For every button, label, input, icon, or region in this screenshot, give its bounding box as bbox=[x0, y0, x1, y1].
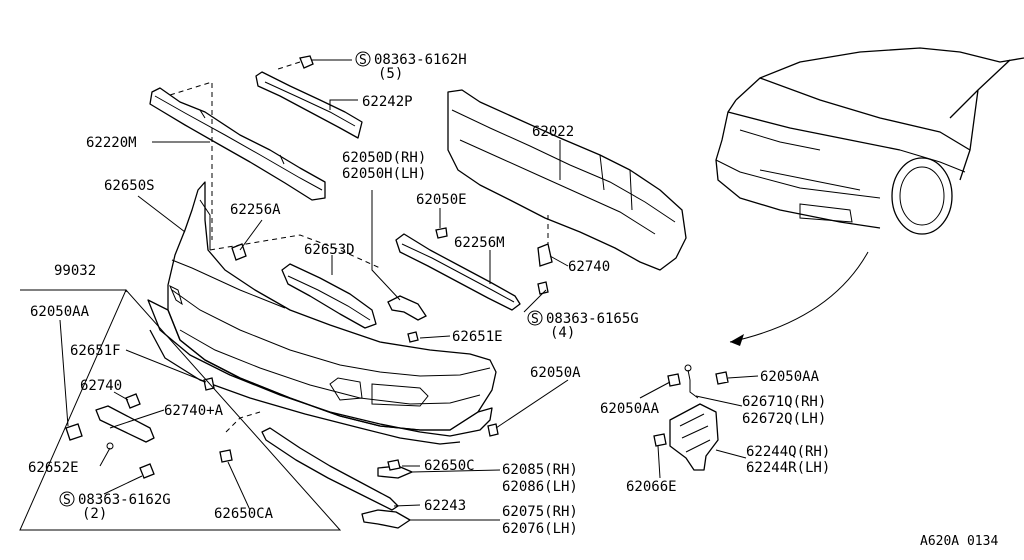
label-62066e: 62066E bbox=[626, 479, 677, 495]
label-62651f: 62651F bbox=[70, 343, 121, 359]
part-62256m-bar bbox=[395, 233, 521, 311]
part-62653d-grille bbox=[281, 263, 377, 329]
label-99032: 99032 bbox=[54, 263, 96, 279]
screw-symbol-icon bbox=[59, 491, 75, 507]
label-62050d: 62050D(RH) bbox=[342, 150, 426, 166]
label-62650c: 62650C bbox=[424, 458, 475, 474]
screw-callout-2: S 08363-6165G (4) bbox=[527, 310, 639, 341]
label-08363-6165g: 08363-6165G bbox=[546, 311, 639, 327]
screw-symbol-letter: S bbox=[531, 312, 539, 327]
label-62050aa-left: 62050AA bbox=[30, 304, 90, 320]
screw-icon bbox=[537, 281, 549, 295]
label-62050e: 62050E bbox=[416, 192, 467, 208]
label-62740: 62740 bbox=[568, 259, 610, 275]
part-62651e-clip bbox=[407, 331, 419, 343]
part-62050e-clip bbox=[435, 227, 448, 239]
part-62050d-bracket bbox=[387, 295, 427, 321]
label-62050h: 62050H(LH) bbox=[342, 166, 426, 182]
label-qty-5: (5) bbox=[378, 66, 403, 82]
label-qty-2: (2) bbox=[82, 506, 107, 522]
screw-callout-3: S 08363-6162G (2) bbox=[59, 491, 171, 522]
label-62256m: 62256M bbox=[454, 235, 505, 251]
part-62022-absorber bbox=[447, 89, 687, 271]
part-62242p-strip bbox=[255, 71, 363, 139]
screw-symbol-icon bbox=[355, 51, 371, 67]
screw-symbol-letter: S bbox=[359, 53, 367, 68]
label-62740a: 62740+A bbox=[164, 403, 224, 419]
part-62650c-clip bbox=[387, 459, 401, 471]
part-62740-bracket bbox=[537, 243, 553, 267]
label-62220m: 62220M bbox=[86, 135, 137, 151]
screw-symbol-letter: S bbox=[63, 493, 71, 508]
label-62050aa-right: 62050AA bbox=[600, 401, 660, 417]
guide-line bbox=[274, 61, 301, 71]
label-62671q: 62671Q(RH) bbox=[742, 394, 826, 410]
label-62243: 62243 bbox=[424, 498, 466, 514]
part-62220m-reinforcement bbox=[149, 87, 326, 201]
label-62076: 62076(LH) bbox=[502, 521, 578, 537]
label-62256a: 62256A bbox=[230, 202, 281, 218]
callout-arrow bbox=[729, 251, 869, 346]
label-62740-kit: 62740 bbox=[80, 378, 122, 394]
screw-callout-1: S 08363-6162H (5) bbox=[355, 51, 467, 82]
kit-99032-box bbox=[19, 289, 342, 531]
label-08363-6162g: 08363-6162G bbox=[78, 492, 171, 508]
clip-icon bbox=[299, 55, 314, 69]
part-62671q-rod bbox=[684, 364, 699, 399]
car-front-illustration bbox=[715, 47, 1024, 235]
label-62650s: 62650S bbox=[104, 178, 155, 194]
label-62652e: 62652E bbox=[28, 460, 79, 476]
label-62244r: 62244R(LH) bbox=[746, 460, 830, 476]
label-62086: 62086(LH) bbox=[502, 479, 578, 495]
label-62672q: 62672Q(LH) bbox=[742, 411, 826, 427]
guide-line bbox=[209, 234, 381, 269]
part-62650ca-clip bbox=[219, 449, 233, 463]
label-62650ca: 62650CA bbox=[214, 506, 274, 522]
part-62244q-bracket bbox=[669, 403, 719, 471]
screw-icon bbox=[487, 423, 499, 437]
screw-symbol-icon bbox=[527, 310, 543, 326]
part-62075-trim bbox=[361, 509, 411, 529]
label-62244q: 62244Q(RH) bbox=[746, 444, 830, 460]
part-62256a-bracket bbox=[231, 243, 247, 261]
part-lower-spoiler bbox=[147, 299, 493, 445]
label-62075: 62075(RH) bbox=[502, 504, 578, 520]
kit-parts bbox=[65, 393, 155, 479]
diagram-reference-code: A620A 0134 bbox=[920, 534, 998, 549]
label-62653d: 62653D bbox=[304, 242, 355, 258]
leader-lines bbox=[59, 59, 759, 521]
label-62050aa-right-top: 62050AA bbox=[760, 369, 820, 385]
label-62651e: 62651E bbox=[452, 329, 503, 345]
label-62085: 62085(RH) bbox=[502, 462, 578, 478]
label-62242p: 62242P bbox=[362, 94, 413, 110]
label-08363-6162h: 08363-6162H bbox=[374, 52, 467, 68]
label-62050a: 62050A bbox=[530, 365, 581, 381]
guide-line bbox=[225, 411, 261, 433]
label-qty-4: (4) bbox=[550, 325, 575, 341]
label-62022: 62022 bbox=[532, 124, 574, 140]
